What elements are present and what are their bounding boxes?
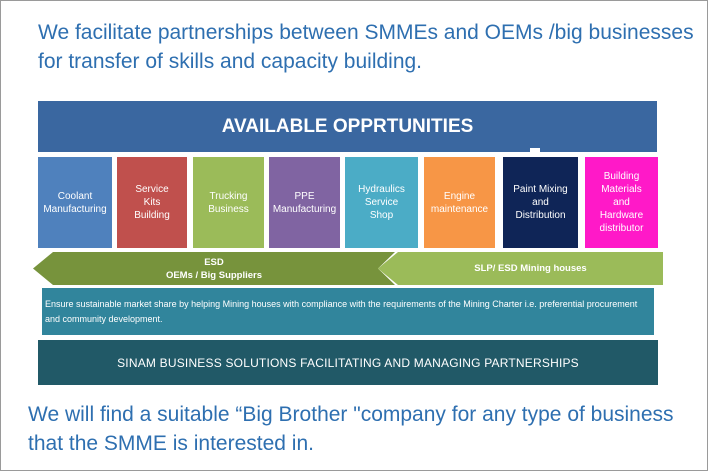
- description-text: Ensure sustainable market share by helpi…: [45, 298, 638, 324]
- opportunity-label: Service Kits Building: [134, 184, 170, 221]
- opportunity-hydraulics: Hydraulics Service Shop: [345, 157, 418, 248]
- arrow-left-label-2: OEMs / Big Suppliers: [165, 269, 263, 281]
- opportunity-ppe: PPE Manufacturing: [269, 157, 340, 248]
- arrow-right-label: SLP/ ESD Mining houses: [474, 263, 587, 274]
- opportunity-label: Coolant Manufacturing: [43, 190, 107, 215]
- opportunity-label: Hydraulics Service Shop: [358, 184, 405, 221]
- description-box: Ensure sustainable market share by helpi…: [42, 288, 654, 335]
- banner: SINAM BUSINESS SOLUTIONS FACILITATING AN…: [38, 340, 658, 385]
- opportunity-label: Paint Mixing and Distribution: [513, 184, 568, 221]
- opportunity-trucking: Trucking Business: [193, 157, 264, 248]
- opportunity-label: Engine maintenance: [430, 190, 489, 215]
- footer-text: We will find a suitable “Big Brother "co…: [28, 403, 674, 455]
- opportunity-building: Building Materials and Hardware distribu…: [585, 157, 658, 248]
- title-notch: [530, 148, 540, 154]
- opportunity-paint: Paint Mixing and Distribution: [503, 157, 578, 248]
- opportunities-title: AVAILABLE OPPRTUNITIES: [38, 101, 657, 152]
- opportunity-engine: Engine maintenance: [424, 157, 495, 248]
- opportunity-label: Building Materials and Hardware distribu…: [599, 171, 644, 234]
- opportunity-coolant: Coolant Manufacturing: [38, 157, 112, 248]
- header-text: We facilitate partnerships between SMMEs…: [38, 21, 694, 73]
- opportunity-label: Trucking Business: [208, 190, 249, 215]
- opportunity-service-kits: Service Kits Building: [117, 157, 187, 248]
- arrow-slp-esd-mining: SLP/ ESD Mining houses: [378, 252, 663, 285]
- arrow-left-label-1: ESD: [204, 256, 224, 268]
- opportunity-label: PPE Manufacturing: [272, 190, 337, 215]
